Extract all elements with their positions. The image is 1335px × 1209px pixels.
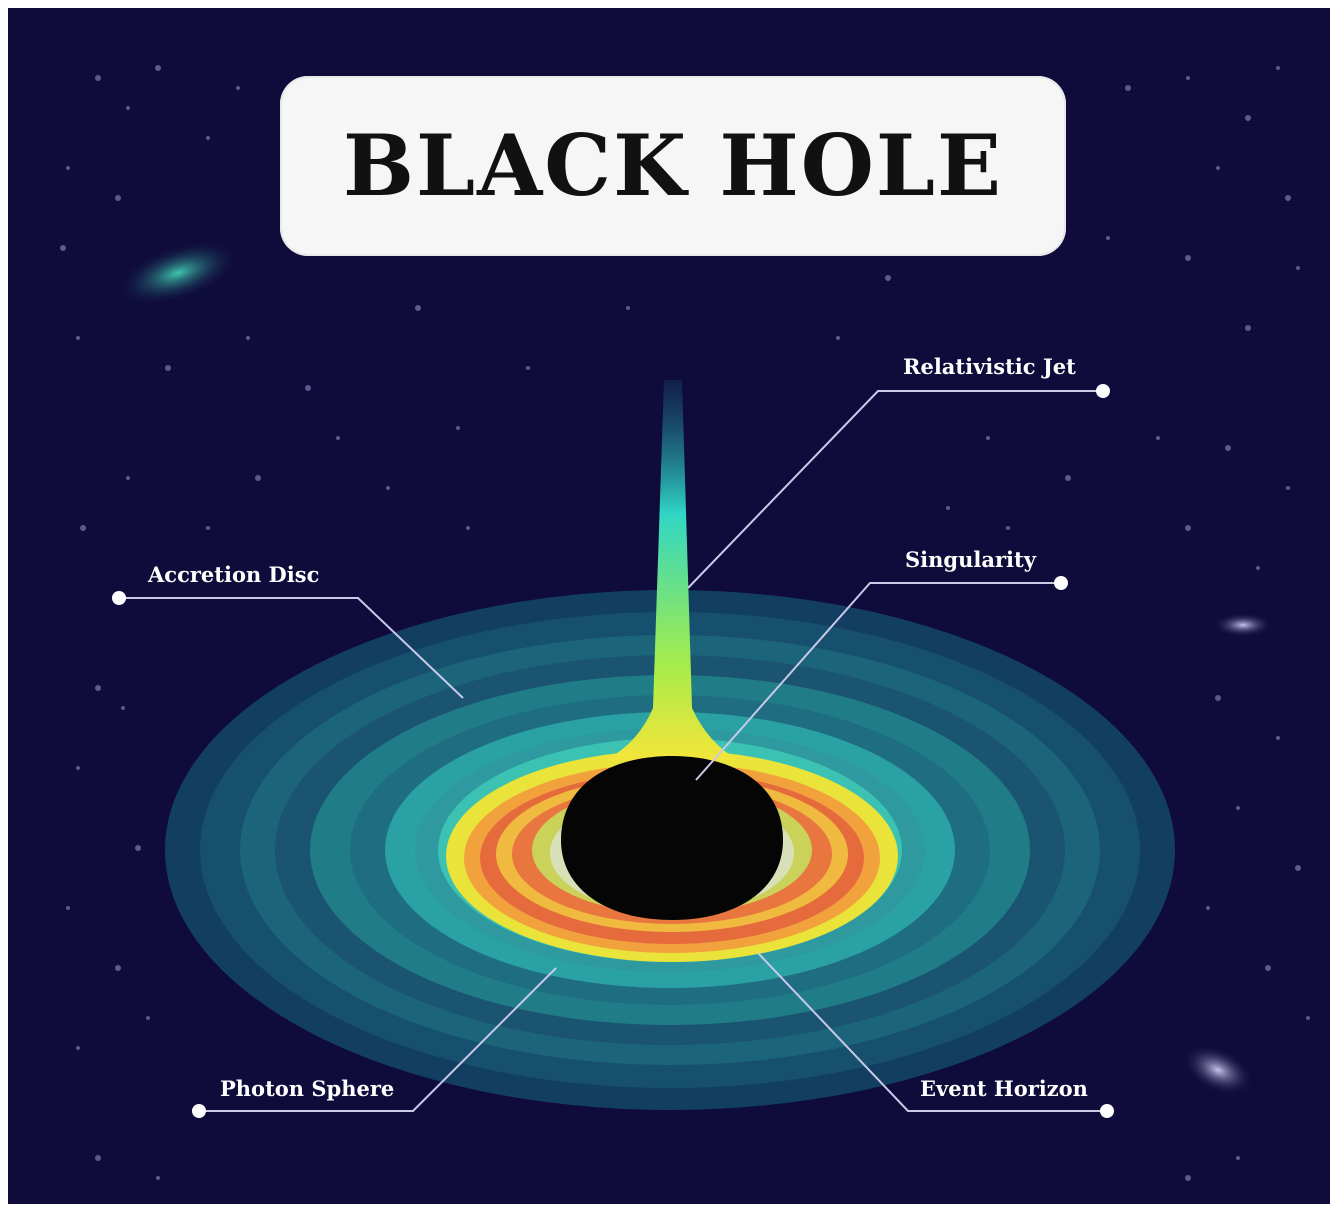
callout-line-event-horizon (757, 952, 1107, 1112)
label-singularity: Singularity (905, 547, 1036, 572)
callout-dot-singularity (1054, 576, 1068, 590)
star-field (60, 65, 1310, 1181)
callout-dots (112, 384, 1114, 1118)
label-photon-sphere: Photon Sphere (220, 1076, 395, 1101)
callout-dot-event-horizon (1100, 1104, 1114, 1118)
callout-line-relativistic-jet (687, 390, 1103, 589)
galaxy-top-left (115, 239, 241, 307)
galaxy-bottom-right (1182, 1044, 1254, 1096)
callout-dot-relativistic-jet (1096, 384, 1110, 398)
relativistic-jet (606, 380, 738, 760)
callout-line-photon-sphere (199, 967, 557, 1112)
diagram-frame: BLACK HOLE Relativistic Jet Singularity … (8, 8, 1330, 1204)
label-accretion-disc: Accretion Disc (148, 562, 320, 587)
callout-lines (119, 390, 1107, 1112)
callout-dot-accretion-disc (112, 591, 126, 605)
black-hole-core (561, 756, 783, 920)
callout-line-singularity (695, 582, 1061, 781)
label-relativistic-jet: Relativistic Jet (903, 354, 1076, 379)
callout-dot-photon-sphere (192, 1104, 206, 1118)
page-title: BLACK HOLE (343, 116, 1003, 215)
label-event-horizon: Event Horizon (920, 1076, 1088, 1101)
title-card: BLACK HOLE (280, 76, 1066, 256)
callout-line-accretion-disc (119, 597, 464, 699)
galaxy-right (1213, 613, 1273, 637)
